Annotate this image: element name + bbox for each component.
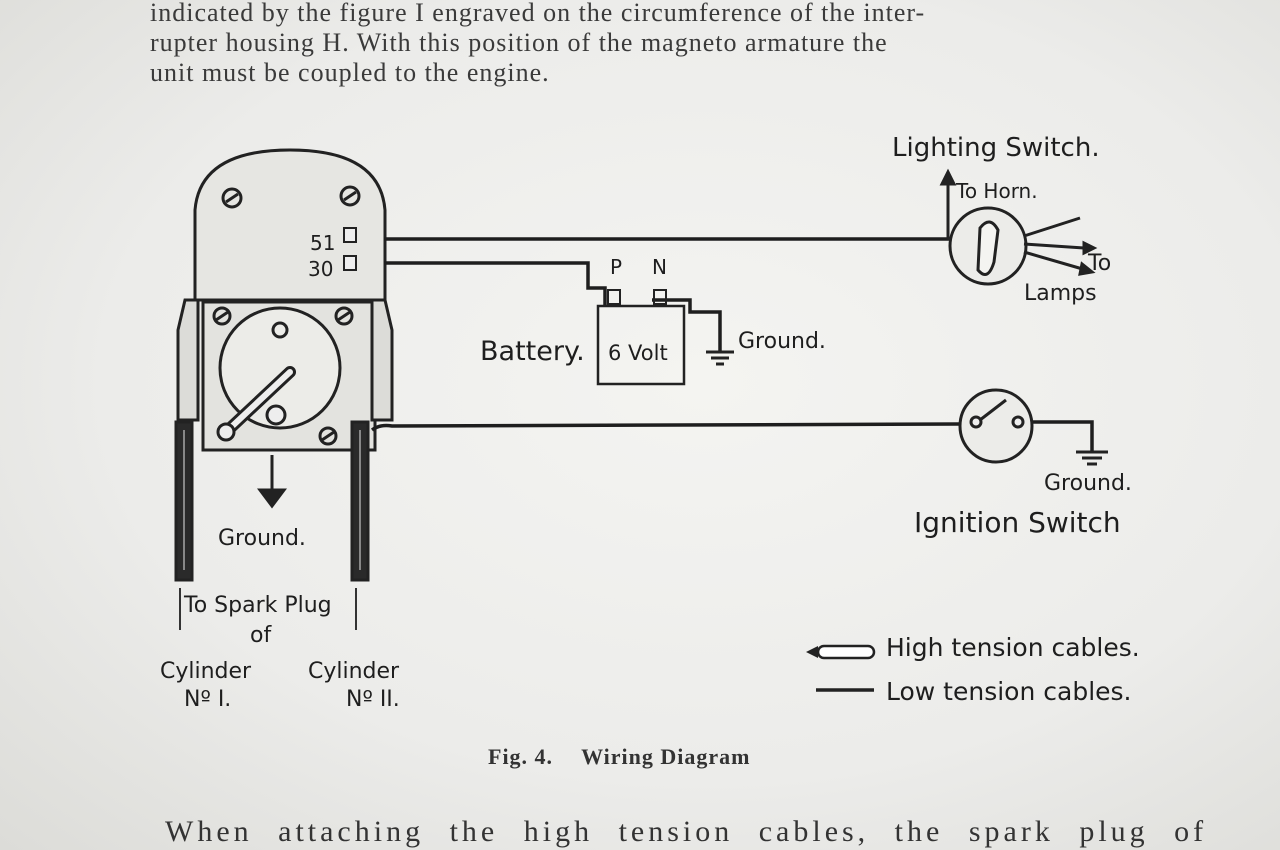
of-label: of	[250, 623, 272, 648]
ignition-ground-label: Ground.	[1044, 471, 1132, 496]
lighting-switch-label: Lighting Switch.	[892, 133, 1100, 163]
battery-negative-label: N	[652, 255, 667, 279]
battery-positive-label: P	[610, 255, 622, 279]
spark-plug-pointers	[179, 588, 357, 630]
magneto	[174, 148, 394, 582]
body-line-1: indicated by the figure I engraved on th…	[150, 0, 926, 27]
figure-title: Wiring Diagram	[581, 744, 751, 769]
magneto-ground-label: Ground.	[218, 526, 306, 551]
ignition-switch-label: Ignition Switch	[914, 506, 1121, 539]
terminal-51-label: 51	[310, 231, 335, 255]
cylinder-1-label: Cylinder	[160, 659, 252, 684]
figure-number: Fig. 4.	[488, 744, 554, 769]
ground-symbol-battery	[706, 350, 734, 366]
battery-label: Battery.	[480, 336, 585, 367]
body-line-2: rupter housing H. With this position of …	[150, 28, 888, 57]
ignition-switch	[958, 388, 1034, 464]
legend-low-tension-label: Low tension cables.	[886, 677, 1132, 706]
to-spark-plug-label: To Spark Plug	[183, 593, 332, 618]
legend-high-tension-symbol	[806, 644, 876, 660]
battery-volt-label: 6 Volt	[608, 341, 668, 365]
legend: High tension cables. Low tension cables.	[806, 633, 1140, 706]
battery-ground-label: Ground.	[738, 329, 826, 354]
legend-high-tension-label: High tension cables.	[886, 633, 1140, 662]
body-text-bottom: When attaching the high tension cables, …	[165, 815, 1208, 848]
ground-symbol-ignition	[1076, 450, 1108, 466]
to-horn-label: To Horn.	[955, 179, 1038, 203]
low-tension-wires	[370, 237, 1094, 452]
cylinder-1-number: Nº I.	[184, 687, 231, 712]
body-line-3: unit must be coupled to the engine.	[150, 58, 550, 87]
to-lamps-label: To	[1087, 251, 1111, 276]
battery	[596, 289, 686, 386]
lamps-label: Lamps	[1024, 281, 1097, 306]
terminal-30-label: 30	[308, 257, 333, 281]
cylinder-2-label: Cylinder	[308, 659, 400, 684]
body-text-top: indicated by the figure I engraved on th…	[150, 0, 1160, 88]
cylinder-2-number: Nº II.	[346, 687, 400, 712]
figure-caption: Fig. 4. Wiring Diagram	[488, 744, 750, 770]
lighting-switch	[939, 168, 1098, 286]
